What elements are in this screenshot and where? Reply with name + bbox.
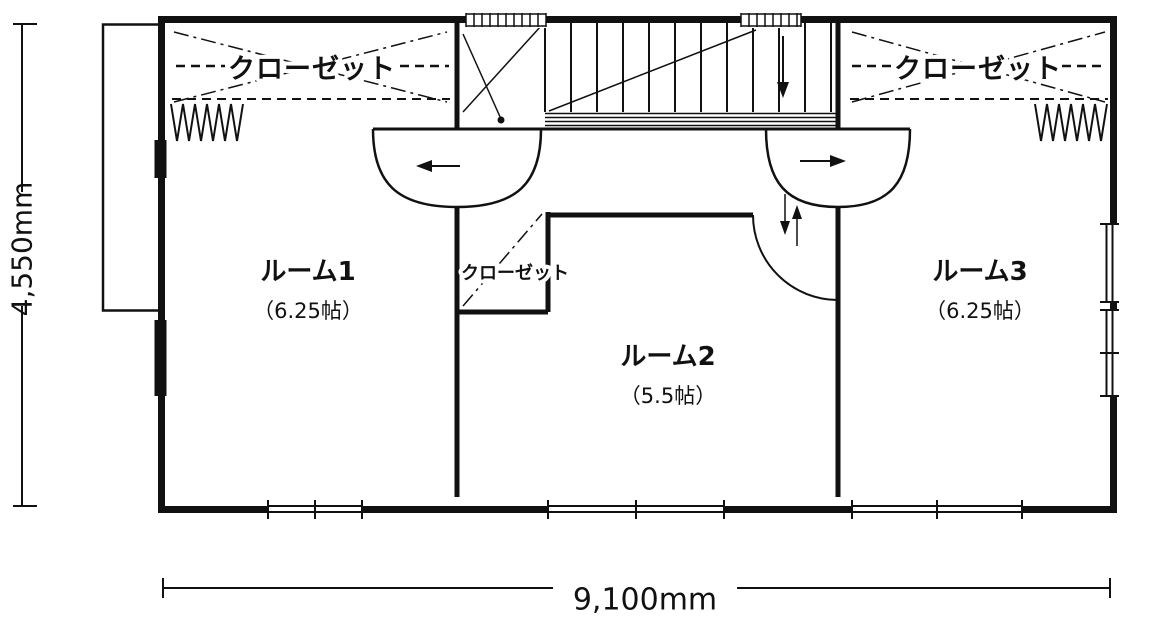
closet-left: クローゼット bbox=[170, 31, 450, 142]
dimension-width: 9,100mm bbox=[162, 578, 1111, 618]
room2-door bbox=[752, 194, 839, 301]
room2-size: （5.5帖） bbox=[620, 384, 716, 408]
left-wall-vent-2 bbox=[154, 320, 167, 396]
left-wall-vent-1 bbox=[154, 140, 167, 178]
window-bottom-2 bbox=[547, 500, 725, 519]
arch-right bbox=[764, 128, 912, 209]
room-labels: ルーム1 （6.25帖） ルーム2 （5.5帖） ルーム3 （6.25帖） bbox=[249, 253, 1039, 412]
window-right-1 bbox=[1100, 223, 1119, 303]
dimension-width-label: 9,100mm bbox=[573, 583, 717, 618]
window-bottom-3 bbox=[851, 500, 1023, 519]
closet-right-label: クローゼット bbox=[894, 54, 1062, 85]
bifold-door-zigzag bbox=[170, 103, 244, 142]
window-bottom-1 bbox=[267, 500, 363, 519]
dimension-height: 4,550mm bbox=[6, 23, 39, 507]
stair-run-line bbox=[548, 29, 757, 112]
stair-start-dot bbox=[497, 116, 505, 124]
window-top-2 bbox=[740, 11, 802, 28]
bifold-door-zigzag bbox=[1034, 103, 1108, 142]
closet-center-label: クローゼット bbox=[461, 262, 569, 284]
room1-name: ルーム1 bbox=[260, 257, 355, 287]
closet-right: クローゼット bbox=[850, 31, 1108, 142]
staircase bbox=[462, 22, 836, 127]
room1-size: （6.25帖） bbox=[253, 299, 363, 323]
door-arrow-down bbox=[780, 194, 790, 235]
winder-line bbox=[462, 33, 502, 120]
stair-down-arrow bbox=[777, 36, 789, 98]
windows bbox=[154, 11, 1119, 519]
winder-line bbox=[462, 25, 542, 113]
room3-name: ルーム3 bbox=[932, 257, 1027, 287]
door-swing-arc bbox=[752, 214, 839, 301]
hall-archways bbox=[371, 128, 912, 209]
dimension-height-label: 4,550mm bbox=[6, 182, 39, 317]
window-right-2 bbox=[1100, 309, 1119, 397]
hall-arrow-left bbox=[416, 160, 460, 172]
room3-size: （6.25帖） bbox=[925, 299, 1035, 323]
closet-left-label: クローゼット bbox=[228, 54, 396, 85]
door-arrow-up bbox=[792, 205, 802, 246]
interior-walls bbox=[373, 19, 910, 497]
hall-arrow-right bbox=[800, 155, 846, 167]
room2-name: ルーム2 bbox=[620, 342, 715, 372]
closet-center: クローゼット bbox=[457, 213, 573, 307]
arch-left bbox=[371, 128, 543, 209]
window-top-1 bbox=[465, 11, 547, 28]
